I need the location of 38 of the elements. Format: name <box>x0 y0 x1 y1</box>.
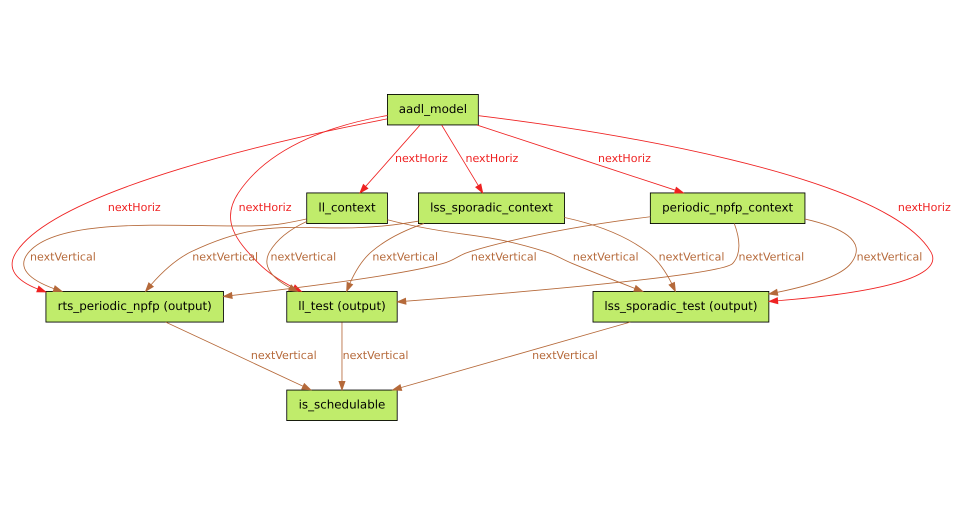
arrow <box>392 322 631 391</box>
edge-label: nextVertical <box>856 250 922 264</box>
edge-label: nextVertical <box>658 250 724 264</box>
arrow <box>346 223 424 292</box>
edge-label: nextVertical <box>470 250 537 264</box>
arrow <box>165 322 312 390</box>
node-box: lss_sporadic_context <box>418 192 565 224</box>
arrow <box>359 124 420 194</box>
arrow <box>478 115 934 304</box>
node-box: periodic_npfp_context <box>650 192 806 224</box>
arrow <box>441 124 484 194</box>
edge-label: nextVertical <box>250 348 317 362</box>
node-box: is_schedulable <box>286 390 398 422</box>
edge-label: nextHoriz <box>238 201 292 214</box>
edge-label: nextHoriz <box>598 152 651 165</box>
edge-label: nextHoriz <box>394 152 448 165</box>
arrow <box>564 217 676 292</box>
edge-label: nextVertical <box>532 348 598 362</box>
node-box: aadl_model <box>387 94 479 126</box>
edge-label: nextHoriz <box>465 152 518 165</box>
edge-label: nextHoriz <box>898 201 951 214</box>
edge-label: nextVertical <box>270 250 336 264</box>
arrow <box>476 124 685 194</box>
edge-label: nextVertical <box>30 250 96 264</box>
node-box: rts_periodic_npfp (output) <box>46 291 224 322</box>
node-box: ll_test (output) <box>286 291 398 322</box>
arrow <box>387 219 644 292</box>
edge-label: nextHoriz <box>108 201 161 214</box>
edge-label: nextVertical <box>342 348 408 362</box>
node-box: ll_context <box>306 192 388 224</box>
arrow <box>768 218 857 296</box>
node-box: lss_sporadic_test (output) <box>592 291 770 322</box>
edge-label: nextVertical <box>738 250 804 264</box>
arrow <box>396 223 740 305</box>
edge-label: nextVertical <box>372 250 438 264</box>
arrow <box>222 216 651 299</box>
arrow <box>338 322 346 392</box>
edge-label: nextVertical <box>572 250 639 264</box>
